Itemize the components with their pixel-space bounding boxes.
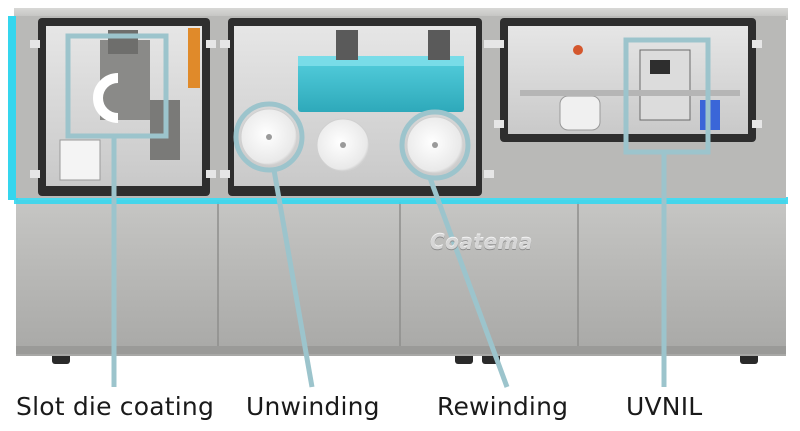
lower-housing: [16, 200, 786, 356]
callout-uvnil-box: [623, 37, 711, 155]
callout-slot-die-box: [65, 33, 169, 139]
callout-rewinding-line: [427, 177, 510, 388]
winding-window: [228, 18, 482, 196]
brand-logo-text: Coatema: [430, 230, 533, 254]
label-rewinding: Rewinding: [437, 392, 569, 421]
callout-unwinding-circle: [233, 101, 305, 173]
label-uvnil: UVNIL: [626, 392, 703, 421]
callout-rewinding-circle: [399, 109, 471, 181]
coating-block: [298, 56, 464, 112]
slot-die-window: [38, 18, 210, 196]
door-hinges: [30, 40, 762, 178]
label-unwinding: Unwinding: [246, 392, 380, 421]
label-slot-die-coating: Slot die coating: [16, 392, 215, 421]
callout-unwinding-line: [271, 169, 315, 388]
callout-markers: [65, 33, 711, 388]
